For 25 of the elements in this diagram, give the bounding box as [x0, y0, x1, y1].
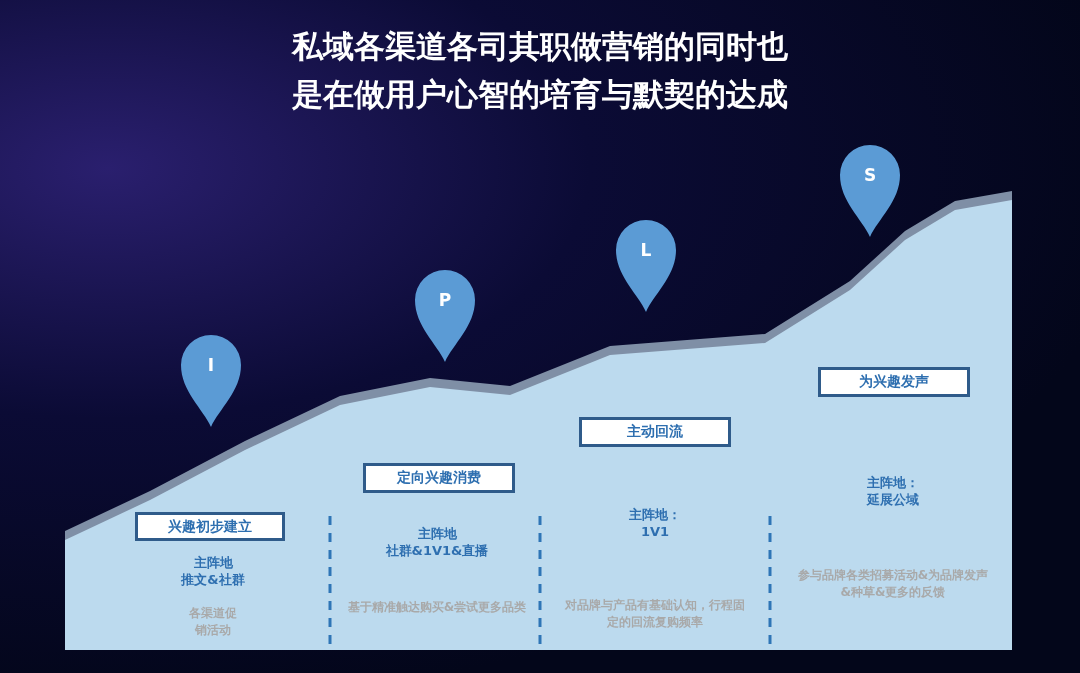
pin-letter: L — [639, 239, 653, 262]
stage-label-box: 定向兴趣消费 — [363, 463, 515, 493]
description-text: 基于精准触达购买&尝试更多品类 — [347, 599, 527, 616]
stage-label-box: 主动回流 — [579, 417, 731, 447]
stage-label-box: 为兴趣发声 — [818, 367, 970, 397]
description-text: 对品牌与产品有基础认知，行程固定的回流复购频率 — [564, 597, 746, 631]
description-text: 各渠道促销活动 — [188, 605, 238, 639]
channel-heading: 推文&社群 — [180, 571, 246, 588]
pin-letter: I — [206, 354, 216, 377]
description-text: 参与品牌各类招募活动&为品牌发声&种草&更多的反馈 — [796, 567, 990, 601]
channel-heading: 主阵地 — [416, 525, 458, 542]
map-pin — [838, 143, 902, 237]
channel-heading: 社群&1V1&直播 — [384, 542, 490, 559]
title: 私域各渠道各司其职做营销的同时也是在做用户心智的培育与默契的达成 — [290, 27, 789, 114]
channel-heading: 主阵地： — [866, 474, 920, 491]
map-pin — [413, 268, 477, 362]
map-pin — [179, 333, 243, 427]
map-pin — [614, 218, 678, 312]
channel-heading: 主阵地： — [628, 506, 682, 523]
pin-letter: P — [437, 289, 453, 312]
channel-heading: 主阵地 — [192, 554, 234, 571]
stage-label-box: 兴趣初步建立 — [135, 512, 285, 541]
pin-letter: S — [862, 164, 878, 187]
channel-heading: 1V1 — [639, 523, 671, 540]
channel-heading: 延展公域 — [865, 491, 920, 508]
